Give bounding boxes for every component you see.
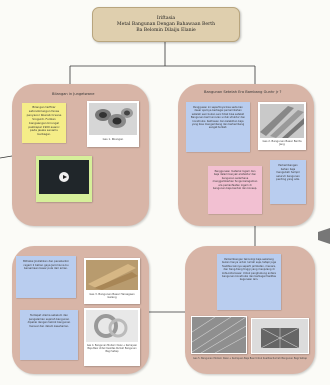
panel-1-title: Bilangan in Jungetwane	[52, 92, 95, 96]
roof-structure-image	[191, 316, 247, 354]
panel-3-note-2: Terdapat utama sebelum dan pengalaman se…	[20, 310, 78, 360]
title-line-3: Ba Belomin Dilaiju Elanie	[136, 27, 196, 33]
rings-photo-icon	[86, 310, 138, 342]
steel-beams-photo-icon	[260, 104, 304, 138]
steel-frame-photo-icon	[252, 319, 308, 353]
panel-bottom-left: Bilhakai Jinstahkan dan penebantoi ragam…	[12, 246, 149, 374]
panel-2-note-blue-2: Perkembangan bahan baja mengubah hampir …	[270, 160, 306, 204]
video-thumbnail[interactable]	[36, 156, 92, 202]
video-frame	[39, 160, 89, 194]
image-2-caption: Ges 2. Bangunan Besar Berita Jang	[262, 140, 302, 147]
panel-top-right: Bangunan Setelah Era Bambang Gunhr jr ? …	[178, 84, 314, 226]
panel-2-note-blue: Pengguaan ini sepertinya bisa seda kan d…	[186, 102, 250, 152]
pipes-image: Ges 1. Rbangan	[87, 101, 139, 147]
panel-4-note: Perkembangan teknologi baja sekarang buk…	[217, 254, 281, 310]
rings-image: Ges 4. Bangunan Modern Dewi + Kemajuan B…	[84, 308, 140, 366]
image-4-caption: Ges 4. Bangunan Modern Dewi + Kemajuan B…	[86, 344, 138, 353]
panel-2-note-pink: Penggunaan material logam dan baja dalam…	[208, 166, 262, 214]
image-5-caption: Ges 5. Bangunan Modern Dewi + Kemajuan B…	[193, 357, 307, 360]
timber-photo-icon	[86, 260, 138, 290]
steel-frame-image	[251, 318, 309, 354]
panel-2-title: Bangunan Setelah Era Bambang Gunhr jr ?	[204, 90, 282, 94]
image-3-caption: Ges 3. Bangunan Besar Harasgaan Galang	[89, 293, 135, 300]
panel-3-note-1: Bilhakai Jinstahkan dan penebantoi ragam…	[16, 256, 76, 298]
panel-top-left: Bilangan in Jungetwane Bilangan tarfikar…	[12, 84, 149, 226]
image-1-caption: Ges 1. Rbangan	[102, 138, 124, 141]
gray-arrow-icon	[318, 228, 330, 244]
title-line-1: Iriftasia	[156, 15, 176, 21]
roof-photo-icon	[191, 316, 247, 354]
panel-1-note: Bilangan tarfikar satonobiluogun fenas p…	[22, 103, 66, 143]
steel-beams-image: Ges 2. Bangunan Besar Berita Jang	[258, 102, 306, 150]
pipes-photo-icon	[89, 103, 137, 135]
timber-image: Ges 3. Bangunan Besar Harasgaan Galang	[84, 258, 140, 304]
main-title-box: Iriftasia Metal Bangunan Dengan Bahawaan…	[92, 7, 240, 42]
play-icon[interactable]	[59, 172, 69, 182]
title-line-2: Metal Bangunan Dengan Bahawaan Berth	[116, 21, 216, 27]
panel-bottom-right: Perkembangan teknologi baja sekarang buk…	[185, 246, 315, 374]
connector-panel1-left	[0, 155, 13, 159]
